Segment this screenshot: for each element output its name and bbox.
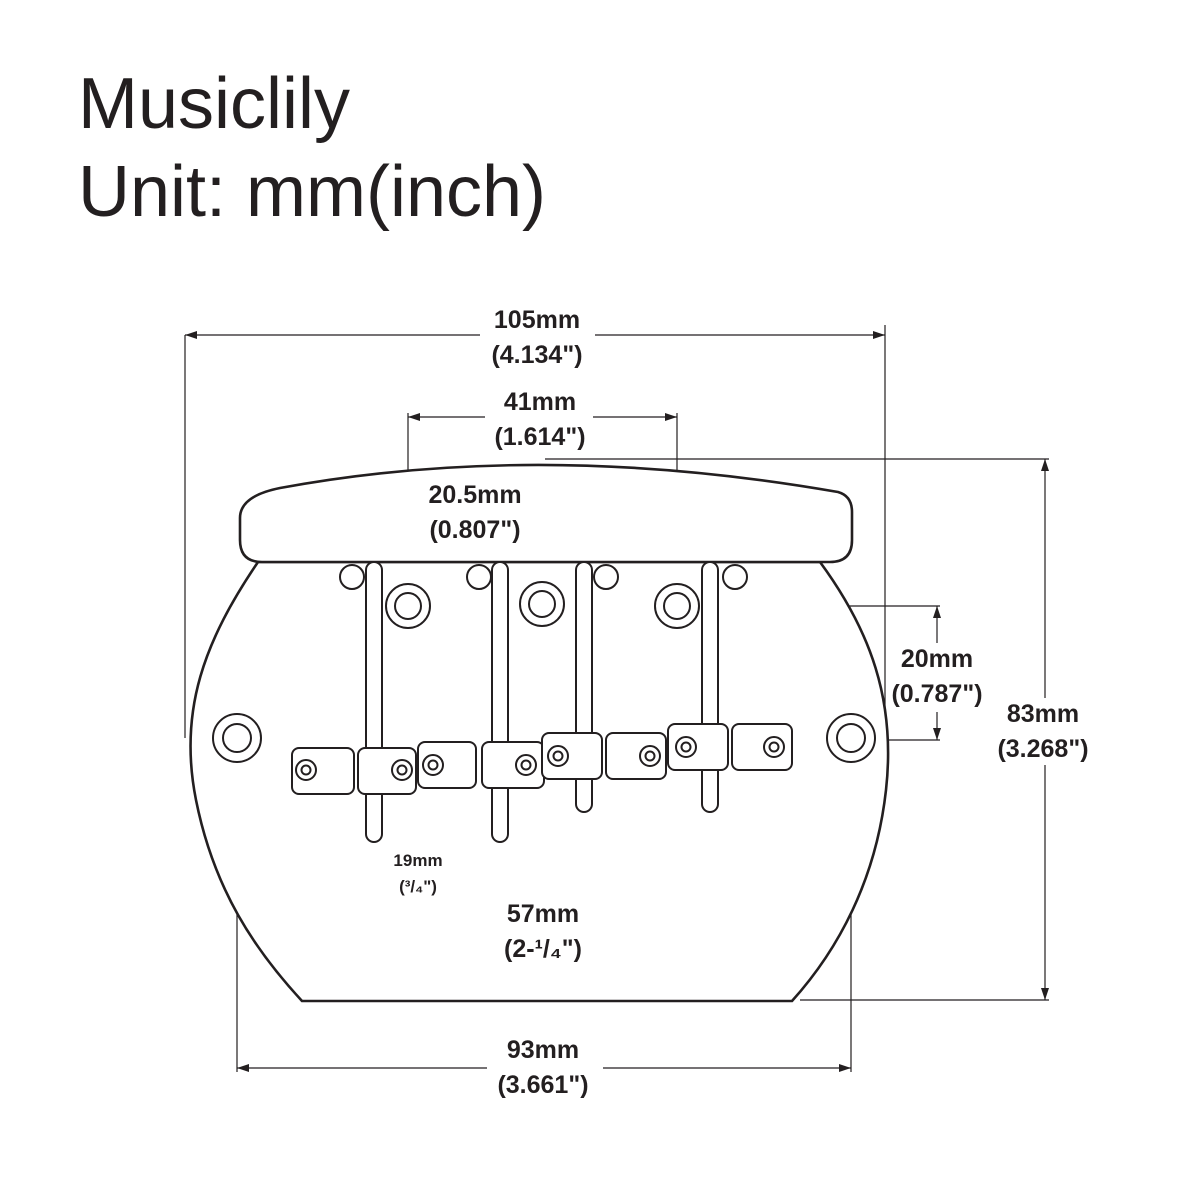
pin-icon bbox=[593, 564, 619, 590]
pin-icon bbox=[722, 564, 748, 590]
dim-57-mm: 57mm bbox=[507, 900, 579, 928]
saddle-screws bbox=[295, 736, 785, 781]
dim-41-mm: 41mm bbox=[504, 388, 576, 416]
rod bbox=[365, 561, 383, 843]
top-screw-holes bbox=[385, 581, 700, 629]
saddle bbox=[417, 741, 477, 789]
dim-20-5-inch: (0.807") bbox=[429, 516, 520, 544]
saddle bbox=[605, 732, 667, 780]
rod bbox=[491, 561, 509, 843]
dim-105-mm: 105mm bbox=[494, 306, 580, 334]
dim-41-inch: (1.614") bbox=[494, 423, 585, 451]
dim-83-mm: 83mm bbox=[1007, 700, 1079, 728]
pin-icon bbox=[466, 564, 492, 590]
dim-57-inch: (2-¹/₄") bbox=[504, 935, 582, 963]
locating-pins bbox=[339, 564, 748, 590]
pin-icon bbox=[339, 564, 365, 590]
saddle bbox=[541, 732, 603, 780]
dim-105-inch: (4.134") bbox=[491, 341, 582, 369]
saddles bbox=[291, 723, 793, 795]
dim-93-mm: 93mm bbox=[507, 1036, 579, 1064]
dim-19-inch: (³/₄") bbox=[399, 877, 437, 896]
dim-20-mm: 20mm bbox=[901, 645, 973, 673]
bridge-top-bar bbox=[238, 463, 854, 564]
saddle bbox=[731, 723, 793, 771]
dim-93-inch: (3.661") bbox=[497, 1071, 588, 1099]
side-mount-holes bbox=[212, 713, 876, 763]
dim-83-inch: (3.268") bbox=[997, 735, 1088, 763]
unit-label: Unit: mm(inch) bbox=[78, 152, 547, 232]
saddle bbox=[667, 723, 729, 771]
dim-20-5-mm: 20.5mm bbox=[428, 481, 521, 509]
dim-19-mm: 19mm bbox=[393, 851, 442, 870]
dim-20-inch: (0.787") bbox=[891, 680, 982, 708]
brand-title: Musiclily bbox=[78, 64, 351, 144]
rod bbox=[701, 561, 719, 813]
